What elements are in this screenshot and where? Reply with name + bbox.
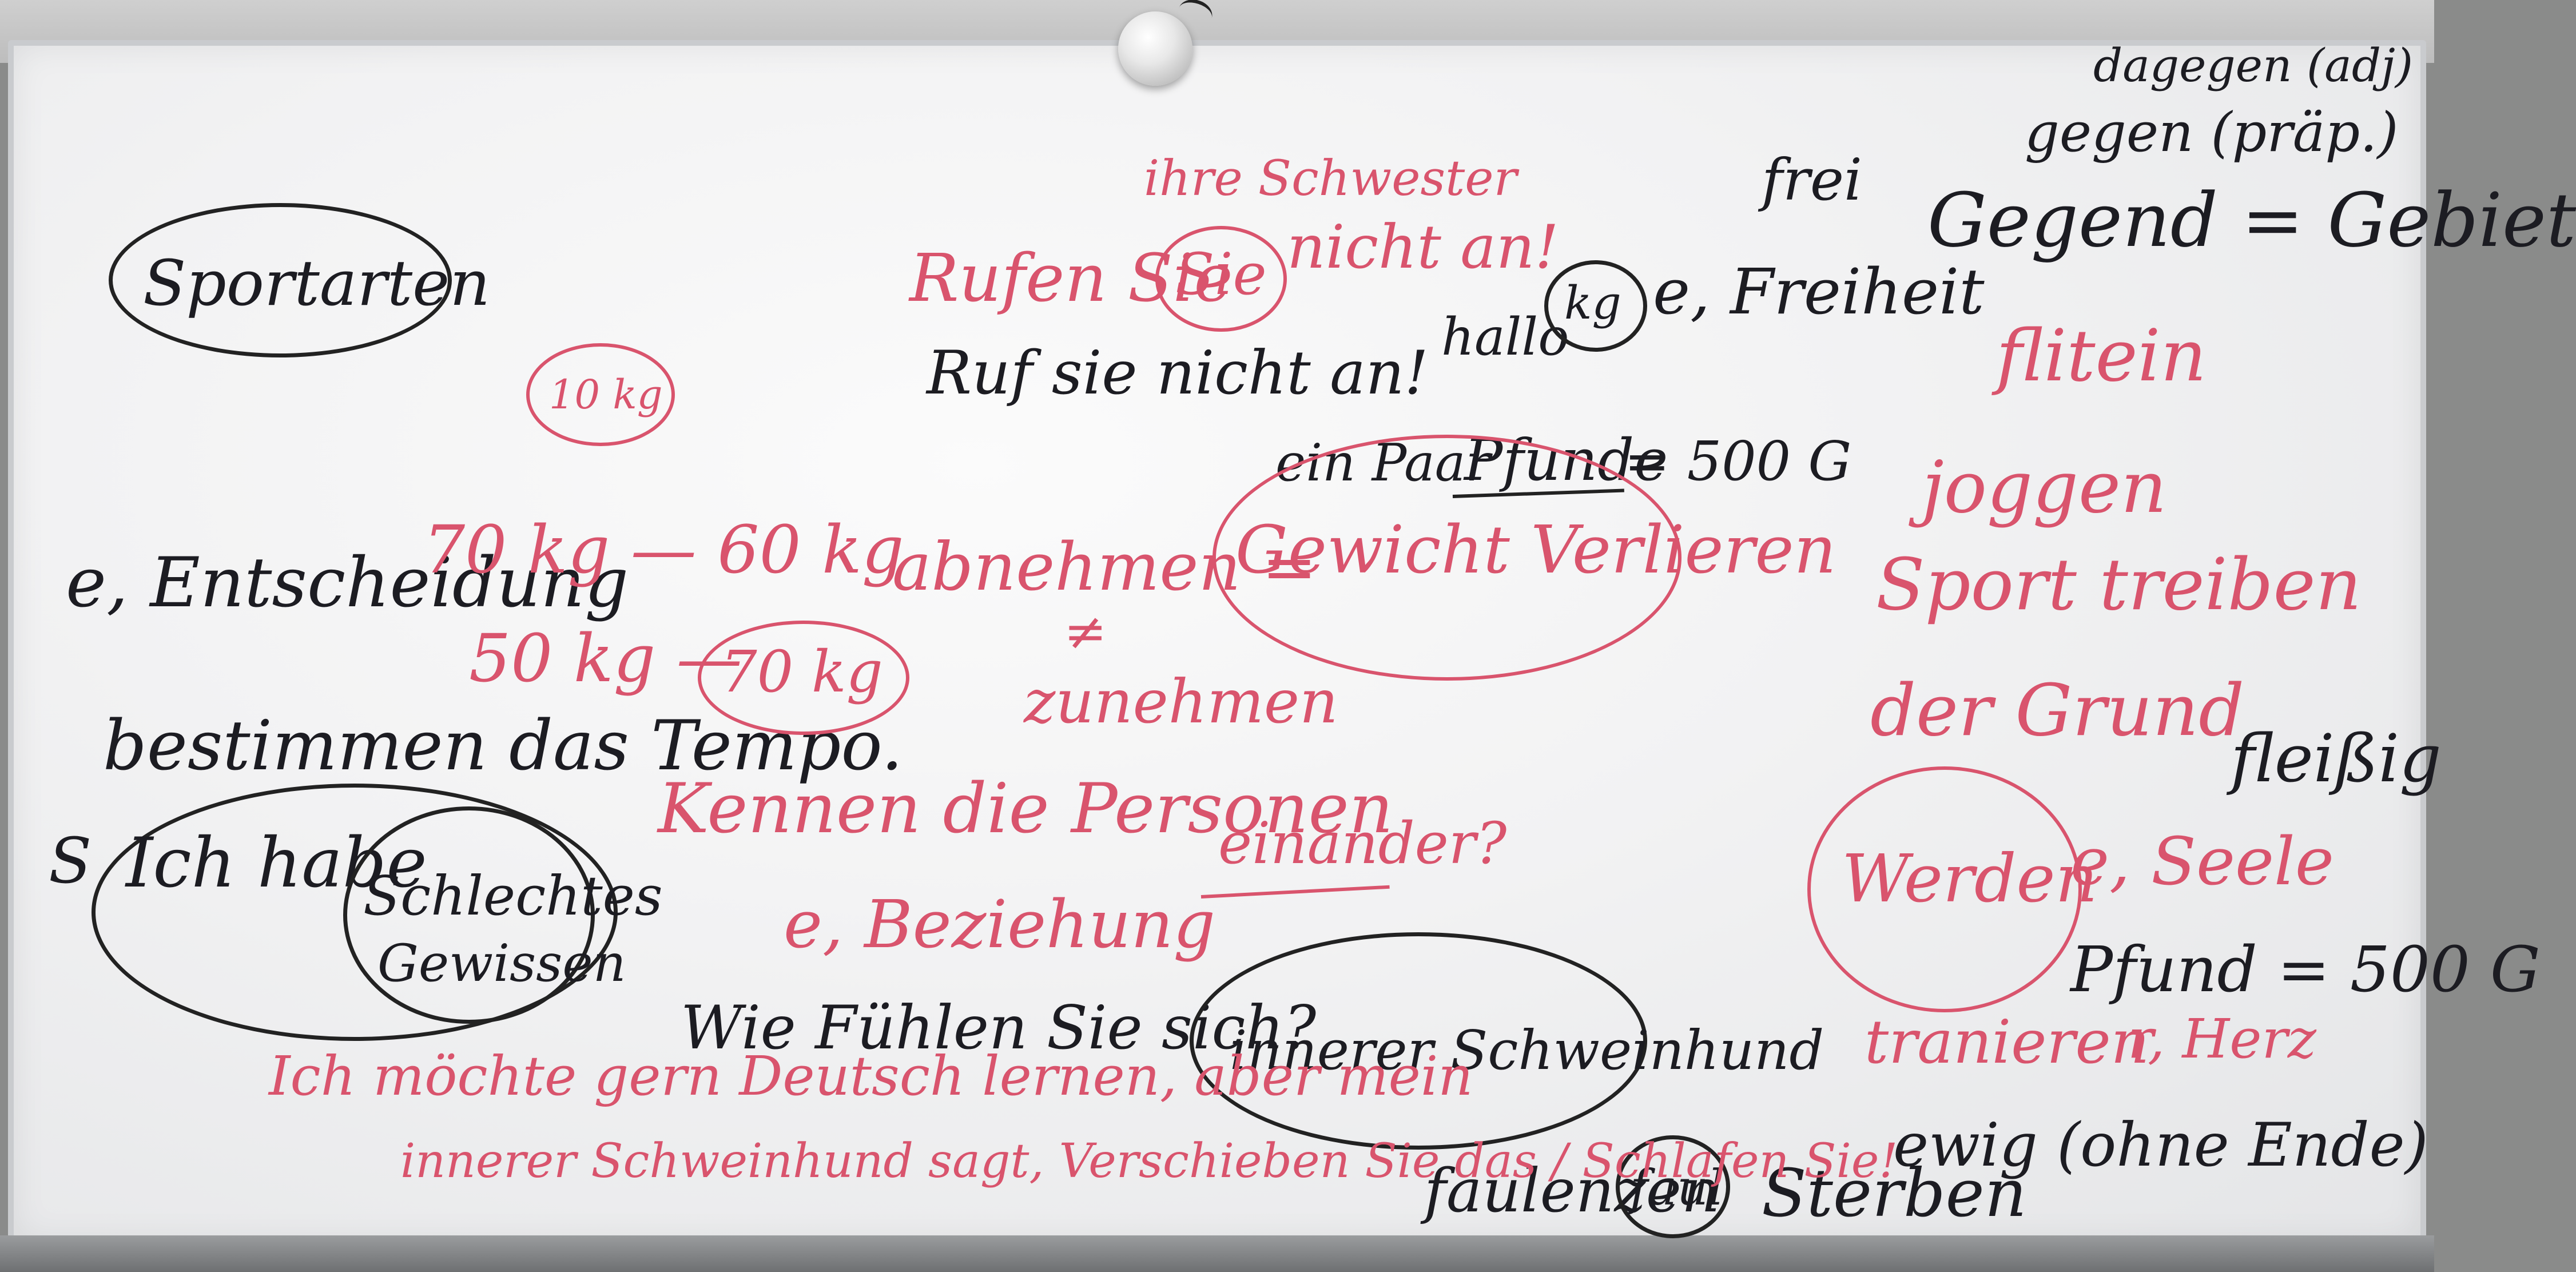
gewicht-text: Gewicht Verlieren bbox=[1235, 512, 1836, 589]
pfund-text: Pfund = 500 G bbox=[2070, 933, 2541, 1006]
beziehung-text: e, Beziehung bbox=[784, 887, 1215, 963]
faul-text: faul bbox=[1630, 1160, 1724, 1217]
entscheidung-text: e, Entscheidung bbox=[66, 543, 629, 623]
kennen-text: Kennen die Personen bbox=[658, 769, 1393, 849]
flitein-text: flitein bbox=[1996, 315, 2207, 398]
marker-tray bbox=[0, 1235, 2434, 1272]
ihre-schwester-text: ihre Schwester bbox=[1144, 150, 1517, 207]
schlechtes-circle bbox=[343, 806, 595, 1024]
innerer-circle bbox=[1190, 932, 1647, 1150]
einander-text: einander? bbox=[1218, 810, 1507, 877]
10kg-text: 10 kg bbox=[549, 371, 663, 418]
eq500-text: = 500 G bbox=[1624, 430, 1852, 493]
70-60-text: 70 kg — 60 kg bbox=[423, 512, 904, 589]
ich-moechte-text: Ich möchte gern Deutsch lernen, aber mei… bbox=[269, 1045, 1473, 1108]
zunehmen-text: zunehmen bbox=[1024, 667, 1338, 737]
gewicht-circle bbox=[1213, 435, 1681, 681]
der-grund-text: der Grund bbox=[1870, 669, 2245, 752]
gegend-text: Gegend = Gebiet bbox=[1927, 177, 2576, 264]
freiheit-text: e, Freiheit bbox=[1653, 255, 1985, 328]
e-seele-text: e, Seele bbox=[2070, 824, 2334, 900]
sportarten-text: Sportarten bbox=[143, 247, 491, 320]
10kg-circle bbox=[526, 343, 675, 446]
70kg-circle bbox=[698, 621, 909, 735]
ne-text: ≠ bbox=[1064, 602, 1107, 662]
ruf-text: Ruf sie nicht an! bbox=[927, 338, 1429, 408]
50-70-text: 50 kg — bbox=[469, 621, 742, 697]
sie-circle-text: Sie bbox=[1175, 241, 1267, 308]
faul-circle bbox=[1616, 1135, 1730, 1238]
werden-circle bbox=[1807, 766, 2082, 1012]
ewig-text: ewig (ohne Ende) bbox=[1893, 1110, 2428, 1180]
fleissig-text: fleißig bbox=[2231, 721, 2442, 797]
gewissen-text: Gewissen bbox=[377, 933, 626, 993]
frei-text: frei bbox=[1762, 146, 1862, 213]
kg-circle-text: kg bbox=[1564, 276, 1621, 329]
innerer-sagt-text: innerer Schweinhund sagt, Verschieben Si… bbox=[400, 1134, 1898, 1188]
sterben-text: Sterben bbox=[1762, 1155, 2027, 1232]
joggen-text: joggen bbox=[1922, 446, 2167, 529]
sport-treiben-text: Sport treiben bbox=[1876, 543, 2362, 626]
sportarten-circle bbox=[109, 203, 452, 357]
r-herz-text: r, Herz bbox=[2128, 1008, 2316, 1071]
schlechtes-text: Schlechtes bbox=[363, 865, 663, 928]
innerer-text: innerer Schweinhund bbox=[1230, 1019, 1824, 1082]
70kg-circle-text: 70 kg bbox=[721, 638, 883, 705]
dagegen-text: dagegen (adj) bbox=[2093, 39, 2414, 92]
kg-circle bbox=[1544, 260, 1647, 352]
gegen-text: gegen (präp.) bbox=[2025, 101, 2399, 164]
ich-habe-circle bbox=[92, 784, 618, 1041]
werden-text: Werden bbox=[1842, 841, 2098, 917]
sie-circle bbox=[1155, 226, 1287, 332]
s-mark: S bbox=[49, 824, 92, 897]
magnet bbox=[1118, 11, 1192, 86]
tranieren-text: tranieren bbox=[1865, 1007, 2150, 1077]
nicht-an-text: nicht an! bbox=[1287, 212, 1559, 282]
